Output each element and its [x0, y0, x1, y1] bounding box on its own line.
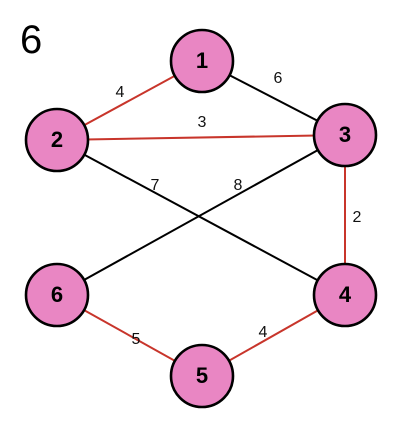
edge-2-3	[56, 134, 346, 141]
node-circle-2	[24, 107, 90, 173]
node-1: 1	[169, 28, 235, 94]
edge-weights-layer: 4 6 3 7 8 2 5 4	[116, 70, 362, 348]
diagram-title: 6	[20, 18, 42, 62]
edge-weight-5-4: 4	[259, 324, 268, 341]
node-circle-3	[312, 102, 378, 168]
edge-weight-1-3: 6	[274, 70, 283, 87]
node-5: 5	[169, 343, 235, 409]
node-circle-5	[169, 343, 235, 409]
edge-weight-2-4: 7	[151, 177, 160, 194]
edge-weight-3-4: 2	[353, 209, 362, 226]
edges-layer	[56, 60, 346, 377]
node-circle-1	[169, 28, 235, 94]
edge-weight-3-6: 8	[234, 177, 243, 194]
node-6: 6	[24, 262, 90, 328]
node-label-2: 2	[51, 127, 63, 152]
edge-weight-2-3: 3	[198, 114, 207, 131]
node-label-5: 5	[196, 363, 208, 388]
node-label-3: 3	[339, 122, 351, 147]
node-circle-6	[24, 262, 90, 328]
node-3: 3	[312, 102, 378, 168]
edge-2-4	[56, 139, 346, 296]
nodes-layer: 1 2 3 4 5 6	[24, 28, 378, 409]
node-circle-4	[312, 262, 378, 328]
node-label-4: 4	[339, 282, 352, 307]
node-2: 2	[24, 107, 90, 173]
node-4: 4	[312, 262, 378, 328]
node-label-6: 6	[51, 282, 63, 307]
edge-weight-6-5: 5	[132, 331, 141, 348]
edge-3-6	[56, 134, 346, 296]
node-label-1: 1	[196, 48, 208, 73]
edge-weight-1-2: 4	[116, 84, 125, 101]
